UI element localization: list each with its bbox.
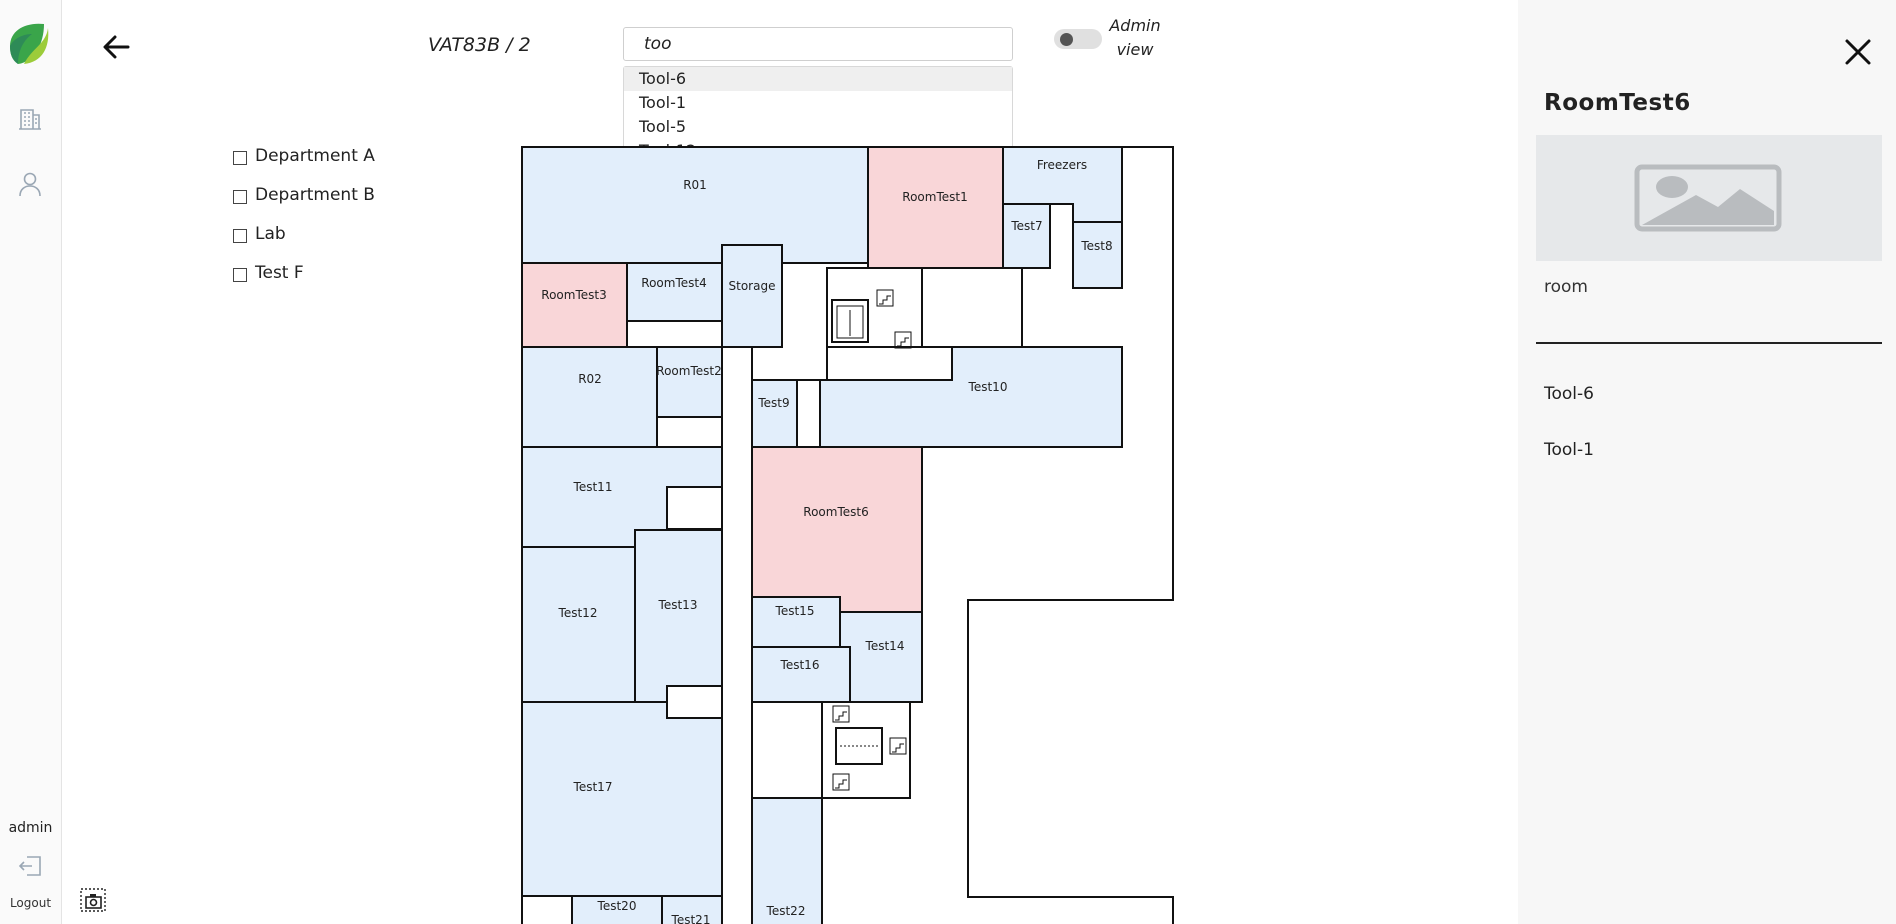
room-test12[interactable] [521, 546, 636, 703]
checkbox[interactable] [233, 229, 247, 243]
department-filters: Department A Department B Lab Test F [233, 146, 375, 302]
room-label: Freezers [1037, 158, 1087, 172]
divider [1536, 342, 1882, 344]
room-roomtest3[interactable] [521, 262, 628, 348]
room-test7[interactable] [1002, 203, 1051, 269]
room-label: Test8 [1080, 239, 1112, 253]
filter-label: Lab [255, 224, 286, 244]
room-test20[interactable] [571, 895, 663, 924]
room-label: Storage [729, 279, 776, 293]
tool-item[interactable]: Tool-6 [1544, 384, 1594, 404]
filter-lab[interactable]: Lab [233, 224, 375, 263]
room-test15[interactable] [751, 596, 841, 648]
filter-label: Department A [255, 146, 375, 166]
room-roomtest6[interactable] [751, 446, 923, 613]
room-label: Test12 [558, 606, 598, 620]
room-label: Test11 [573, 480, 613, 494]
tool-item[interactable]: Tool-1 [1544, 440, 1594, 460]
room-label: Test9 [757, 396, 789, 410]
filter-label: Department B [255, 185, 375, 205]
room-roomtest2[interactable] [656, 346, 723, 418]
building-icon[interactable] [16, 104, 44, 132]
stairs-icon [876, 289, 894, 307]
elevator-bottom [835, 727, 883, 765]
stairs-icon [894, 331, 912, 349]
user-icon[interactable] [16, 170, 44, 198]
admin-view-toggle[interactable] [1054, 26, 1104, 52]
logout-icon[interactable] [16, 852, 44, 880]
room-label: RoomTest3 [541, 288, 606, 302]
room-test21[interactable] [661, 895, 723, 924]
suggestion-item[interactable]: Tool-5 [639, 117, 687, 136]
close-icon[interactable] [1843, 37, 1873, 67]
checkbox[interactable] [233, 190, 247, 204]
image-placeholder-icon [1634, 164, 1782, 232]
room-test14[interactable] [839, 611, 923, 703]
room-label: Test13 [658, 598, 698, 612]
room-type: room [1544, 277, 1588, 297]
elevator-icon [836, 305, 864, 339]
room-label: Test20 [597, 899, 637, 913]
room-label: Test16 [780, 658, 820, 672]
toggle-knob [1060, 33, 1073, 46]
checkbox[interactable] [233, 151, 247, 165]
admin-view-label: Admin view [1109, 16, 1161, 59]
stairs-icon [832, 773, 850, 791]
room-roomtest4[interactable] [626, 262, 723, 322]
suggestion-item[interactable]: Tool-1 [639, 93, 687, 112]
corridor-walls [721, 245, 828, 924]
room-label: R01 [683, 178, 707, 192]
room-label: RoomTest6 [803, 505, 868, 519]
filter-label: Test F [255, 263, 304, 283]
stairs-icon [832, 705, 850, 723]
filter-department-a[interactable]: Department A [233, 146, 375, 185]
room-label: Test15 [775, 604, 815, 618]
room-storage[interactable] [721, 244, 783, 348]
room-r02[interactable] [521, 346, 658, 448]
checkbox[interactable] [233, 268, 247, 282]
back-arrow-icon[interactable] [100, 30, 134, 64]
shaft-room [921, 267, 1023, 348]
building-outline [967, 146, 1174, 924]
corridor-south [521, 895, 573, 924]
room-test10[interactable] [819, 346, 1123, 448]
room-label: Test14 [865, 639, 905, 653]
room-title: RoomTest6 [1544, 90, 1691, 116]
room-test16[interactable] [751, 646, 851, 703]
room-test13[interactable] [634, 529, 723, 703]
room-roomtest1[interactable] [867, 146, 1004, 269]
room-label: RoomTest1 [902, 190, 967, 204]
suggestion-item[interactable]: Tool-6 [624, 67, 1012, 91]
room-label: Test10 [968, 380, 1008, 394]
breadcrumb: VAT83B / 2 [428, 34, 531, 56]
room-image-placeholder [1536, 135, 1882, 261]
room-label: Test17 [573, 780, 613, 794]
room-r01[interactable] [521, 146, 869, 264]
room-label: Test22 [766, 904, 806, 918]
search-input[interactable] [623, 27, 1013, 61]
filter-department-b[interactable]: Department B [233, 185, 375, 224]
room-label: RoomTest4 [641, 276, 706, 290]
filter-test-f[interactable]: Test F [233, 263, 375, 302]
room-label: Test7 [1010, 219, 1042, 233]
room-test9[interactable] [751, 379, 798, 448]
logout-label[interactable]: Logout [9, 896, 52, 910]
closet-1 [666, 486, 723, 530]
room-label: R02 [578, 372, 602, 386]
room-label: Test21 [671, 913, 711, 924]
corridor-segment [626, 320, 723, 348]
room-label: RoomTest2 [656, 364, 721, 378]
room-test17[interactable] [521, 701, 723, 897]
user-name: admin [8, 820, 53, 836]
floor-plan[interactable]: R01 RoomTest1 Freezers Test7 Test8 RoomT… [520, 145, 1175, 924]
sidebar: admin Logout [0, 0, 62, 924]
leaf-logo-icon[interactable] [4, 18, 52, 68]
room-test8[interactable] [1072, 221, 1123, 289]
stairs-icon [889, 737, 907, 755]
screenshot-icon[interactable] [80, 888, 106, 912]
closet-2 [666, 685, 723, 719]
